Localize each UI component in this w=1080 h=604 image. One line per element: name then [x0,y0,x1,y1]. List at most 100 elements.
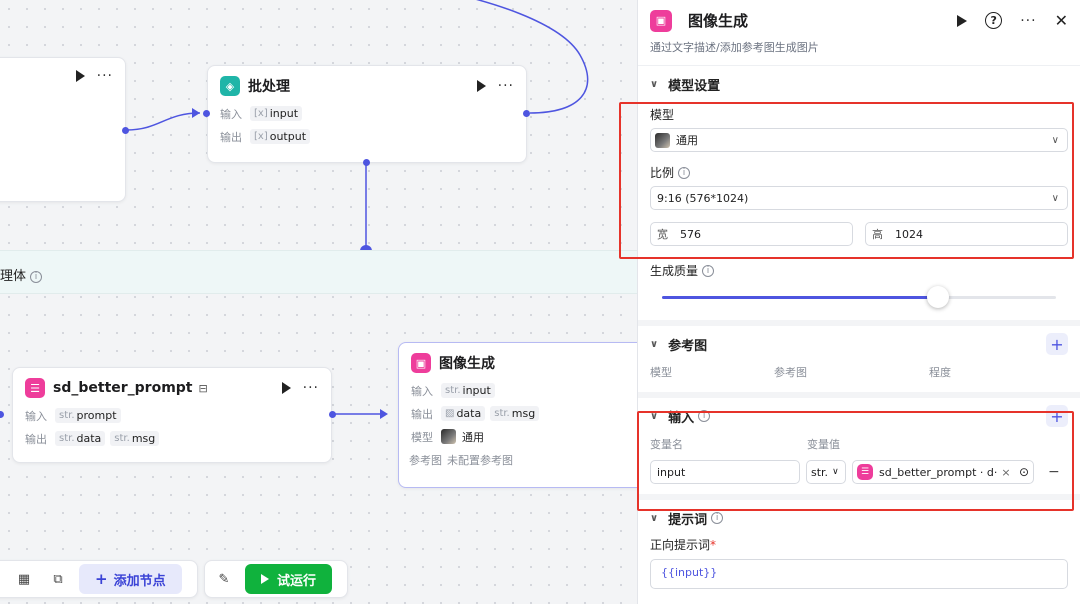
left-node-out-port[interactable] [122,127,129,134]
model-select[interactable]: 通用 ∨ [650,128,1068,152]
var-name-value: input [657,465,686,479]
left-node[interactable]: ··· [0,57,126,202]
height-value: 1024 [895,227,923,241]
input-label: 输入 [220,107,242,121]
chevron-down-icon: ∨ [832,467,839,477]
section-title: 模型设置 [668,78,721,94]
model-label: 模型 [411,430,433,444]
test-run-label: 试运行 [277,573,317,589]
add-input-button[interactable]: + [1046,405,1068,427]
type-prefix: str. [59,410,75,421]
batch-in-port[interactable] [203,110,210,117]
more-icon[interactable]: ··· [1020,12,1037,29]
var-name: input [462,384,491,397]
reference-section: ∨ 参考图 + 模型 参考图 程度 [638,326,1080,398]
var-tag: str.msg [110,431,160,446]
node-output-row: 输出 ▨data str.msg [399,402,640,425]
panel-title: 图像生成 [688,12,749,30]
add-node-button[interactable]: + 添加节点 [79,564,182,594]
image-icon: ▣ [411,353,431,373]
remove-input-icon[interactable]: − [1048,464,1060,480]
more-icon[interactable]: ··· [302,380,319,396]
var-name: msg [131,432,156,445]
batch-node[interactable]: ◈ 批处理 ··· 输入 [x]input 输出 [x]output [207,65,527,163]
help-icon[interactable]: ? [985,12,1003,29]
var-tag: [x]output [250,129,311,144]
positive-prompt-label: 正向提示词* [650,536,1068,553]
info-icon[interactable]: i [698,410,711,422]
section-header[interactable]: ∨ 模型设置 [650,66,1068,102]
add-node-label: 添加节点 [113,573,166,589]
image-gen-node[interactable]: ▣ 图像生成 输入 str.input 输出 ▨data str.msg 模型 … [398,342,640,488]
width-input[interactable]: 宽 576 [650,222,853,246]
var-type-select[interactable]: str. ∨ [806,460,846,484]
var-name: input [269,107,299,120]
var-tag: ▨data [441,406,486,421]
output-label: 输出 [411,407,433,421]
model-value: 通用 [676,134,698,147]
workflow-canvas[interactable]: ··· ◈ 批处理 ··· 输入 [x]input 输出 [x]output 理… [0,0,640,604]
sd-in-port[interactable] [0,411,4,418]
info-icon[interactable]: i [702,264,715,277]
bot-icon: ⊟ [198,381,208,395]
node-title: sd_better_prompt [53,380,193,396]
height-label: 高 [872,228,883,241]
info-icon[interactable]: i [711,512,724,524]
var-tag: str.msg [490,406,540,421]
var-reference-select[interactable]: ☰ sd_better_prompt · d· × ⊙ [852,460,1034,484]
test-run-button[interactable]: 试运行 [245,564,333,594]
group-title: 理体 [0,269,27,284]
run-node-icon[interactable] [75,70,85,82]
section-title: 参考图 [668,338,708,354]
edge-left-to-batch [125,112,201,131]
chevron-down-icon: ∨ [1051,192,1059,204]
quality-slider[interactable] [662,284,1056,310]
run-icon[interactable] [957,14,968,27]
node-output-row: 输出 [x]output [208,125,526,148]
var-tag: str.data [55,431,106,446]
group-band [0,250,640,294]
add-reference-button[interactable]: + [1046,333,1068,355]
positive-prompt-input[interactable]: {{input}} [650,559,1068,589]
info-icon[interactable]: i [678,166,691,179]
wrench-icon[interactable]: ✎ [218,571,230,587]
batch-out-port[interactable] [523,110,530,117]
sd-better-prompt-node[interactable]: ☰ sd_better_prompt ⊟ ··· 输入 str.prompt 输… [12,367,332,463]
node-config-panel: ▣ 图像生成 ? ··· ✕ 通过文字描述/添加参考图生成图片 ∨ 模型设置 模… [637,0,1080,604]
var-name: data [76,432,102,445]
run-node-icon[interactable] [281,382,291,394]
panel-header: ▣ 图像生成 ? ··· ✕ [638,0,1080,34]
node-model-row: 模型 通用 [399,425,640,448]
chevron-down-icon: ∨ [650,410,659,422]
grid-icon[interactable]: ▦ [17,571,31,587]
run-node-icon[interactable] [476,80,486,92]
close-icon[interactable]: ✕ [1054,11,1068,30]
ratio-select[interactable]: 9:16 (576*1024) ∨ [650,186,1068,210]
clear-icon[interactable]: × [1001,465,1011,479]
var-name: output [269,130,307,143]
target-icon[interactable]: ⊙ [1018,465,1029,479]
var-name-input[interactable]: input [650,460,800,484]
batch-loop-port[interactable] [363,159,370,166]
type-prefix: str. [494,408,510,419]
sd-out-port[interactable] [329,411,336,418]
info-icon[interactable]: i [30,270,43,283]
width-label: 宽 [657,228,668,241]
height-input[interactable]: 高 1024 [865,222,1068,246]
node-input-row: 输入 [x]input [208,102,526,125]
section-header[interactable]: ∨ 参考图 + [650,326,1068,362]
minimap-icon[interactable]: ⧉ [53,571,63,587]
reference-value: sd_better_prompt · d· [879,465,998,479]
more-icon[interactable]: ··· [96,68,113,84]
chevron-down-icon: ∨ [650,512,659,524]
more-icon[interactable]: ··· [497,78,514,94]
var-array-icon: [x] [254,131,268,142]
slider-knob[interactable] [926,286,949,308]
